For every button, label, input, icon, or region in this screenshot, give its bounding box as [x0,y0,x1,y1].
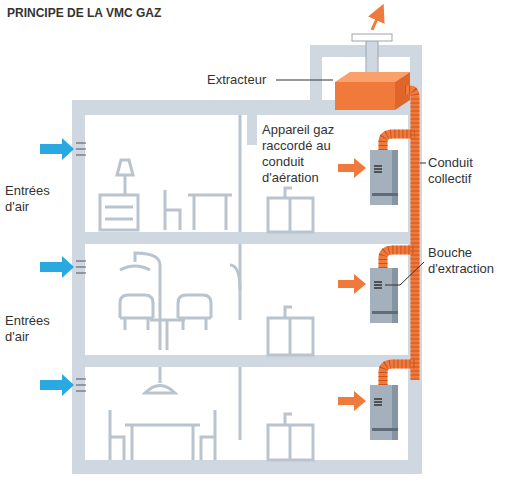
extractor-outlet [352,12,392,74]
callout-label: Extracteur [207,72,282,88]
air-inlet-arrows [40,138,86,396]
callout-label: Bouche d'extraction [428,245,510,277]
extract-arrows [338,158,366,411]
callout-label: Entrées d'air [5,313,67,345]
building-walls [72,45,422,474]
extractor-unit [335,72,410,110]
diagram-title: PRINCIPE DE LA VMC GAZ [7,6,161,20]
callout-label: Appareil gaz raccordé au conduit d'aérat… [262,122,354,186]
callout-label: Conduit collectif [428,155,508,187]
gas-appliances [370,150,398,440]
callout-label: Entrées d'air [5,183,67,215]
collective-duct [383,90,415,385]
